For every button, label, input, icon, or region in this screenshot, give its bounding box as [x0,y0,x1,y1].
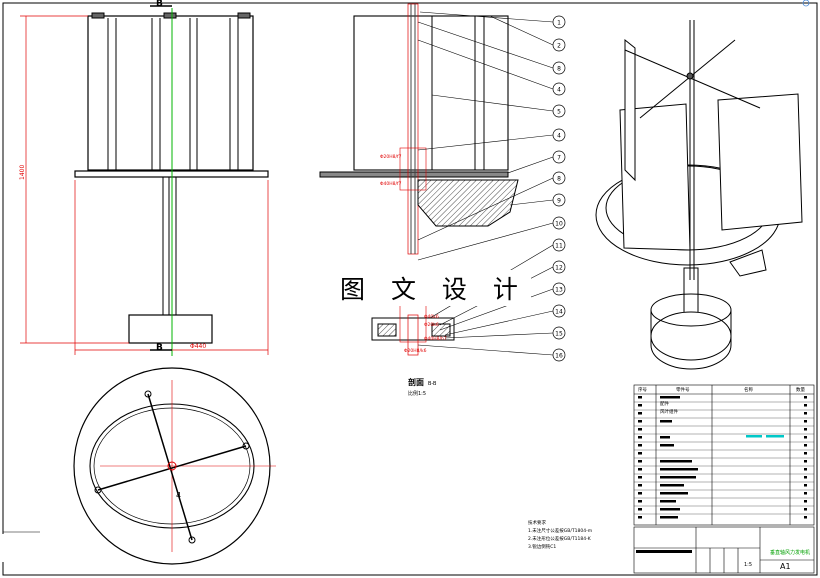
balloon-11: 11 [552,238,566,252]
watermark-text: 图 文 设 计 [336,270,531,306]
bom-rows: 配件 风叶组件 [660,400,678,415]
svg-text:8: 8 [557,66,561,73]
svg-text:数量: 数量 [796,386,805,393]
svg-text:Φ20k6: Φ20k6 [424,322,439,328]
title-block [633,526,815,574]
svg-text:零件号: 零件号 [676,386,690,393]
balloon-10: 10 [552,216,566,230]
svg-text:11: 11 [555,243,563,250]
balloon-3: 8 [552,61,566,75]
svg-text:10: 10 [555,221,563,228]
bom-table [633,384,815,526]
bom-header: 序号 零件号 名称 数量 [638,386,805,393]
balloon-15: 15 [552,326,566,340]
balloon-5: 5 [552,104,566,118]
svg-text:1: 1 [557,20,561,27]
bom-row-lines [634,401,814,515]
svg-text:14: 14 [555,309,563,316]
balloon-12: 12 [552,260,566,274]
svg-text:8: 8 [557,176,561,183]
notes-line-1: 1.未注尺寸公差按GB/T1804-m [528,527,592,534]
balloon-16: 16 [552,348,566,362]
svg-text:5: 5 [557,109,561,116]
balloon-8: 8 [552,171,566,185]
notes-line-3: 3.锐边倒钝C1 [528,543,556,550]
balloon-4: 4 [552,82,566,96]
svg-text:Φ20H8/k6: Φ20H8/k6 [404,348,427,354]
svg-text:Φ40H8/h7: Φ40H8/h7 [424,336,447,342]
bom-blackbars [638,396,807,519]
front-dimensions [20,15,269,355]
svg-text:序号: 序号 [638,386,647,393]
isometric-view [595,20,803,370]
section-marker-bottom: B [156,343,163,353]
svg-text:名称: 名称 [744,386,753,393]
title-block-title: 垂直轴风力发电机 [770,549,810,556]
title-block-scale: 1:5 [744,562,752,568]
section-marker-top: B [156,0,163,9]
balloon-2: 2 [552,38,566,52]
svg-text:4: 4 [557,87,561,94]
svg-text:7: 7 [557,155,561,162]
section-scale: 比例1:5 [408,390,426,397]
svg-text:风叶组件: 风叶组件 [660,408,678,415]
svg-text:16: 16 [555,353,563,360]
balloon-9: 9 [552,193,566,207]
section-subtitle: B-B [428,381,437,387]
balloon-14: 14 [552,304,566,318]
balloons: 1 2 8 4 5 4 7 8 9 10 11 12 13 14 15 16 [552,15,566,362]
svg-text:12: 12 [555,265,563,272]
balloon-6: 4 [552,128,566,142]
notes-heading: 技术要求 [528,519,546,526]
svg-text:Φ40H8/f7: Φ40H8/f7 [380,181,402,187]
notes-line-2: 2.未注形位公差按GB/T1184-K [528,535,592,542]
balloon-7: 7 [552,150,566,164]
svg-text:4: 4 [557,133,561,140]
dimension-total-height: 1400 [19,165,26,180]
plan-view [73,367,276,565]
svg-text:配件: 配件 [660,400,669,407]
svg-text:15: 15 [555,331,563,338]
svg-text:2: 2 [557,43,561,50]
balloon-1: 1 [552,15,566,29]
section-view [319,3,519,356]
svg-text:13: 13 [555,287,563,294]
front-view [74,8,269,356]
corner-icon [802,0,810,7]
svg-text:9: 9 [557,198,561,205]
section-title: 剖面 [408,377,424,387]
plan-label: 4 [176,491,181,500]
leader-lines [417,11,554,356]
svg-text:Φ20H8/f7: Φ20H8/f7 [380,154,402,160]
balloon-13: 13 [552,282,566,296]
dimension-base-width: Φ440 [190,343,206,350]
title-block-sheet-size: A1 [780,562,791,571]
